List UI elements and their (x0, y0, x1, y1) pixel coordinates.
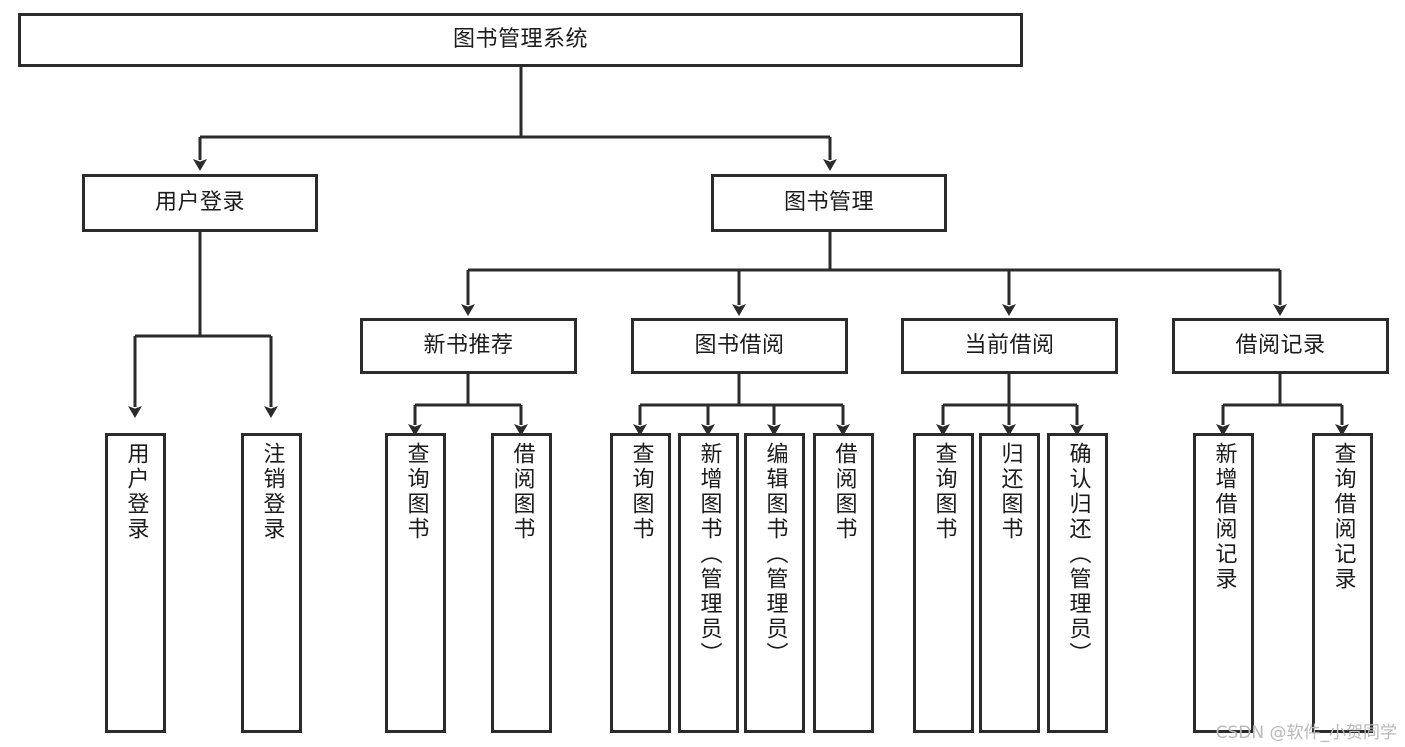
node-leaf-confirm-return-label: 确认归还（管理员） (1065, 442, 1091, 667)
node-leaf-borrow-book-1-label: 借阅图书 (509, 442, 535, 542)
node-leaf-query-record[interactable]: 查询借阅记录 (1312, 433, 1373, 733)
node-leaf-borrow-book-1[interactable]: 借阅图书 (491, 433, 552, 733)
node-leaf-query-record-label: 查询借阅记录 (1330, 442, 1356, 592)
node-new-book-recommend[interactable]: 新书推荐 (360, 318, 577, 374)
node-leaf-query-book-2-label: 查询图书 (628, 442, 654, 542)
node-user-login-label: 用户登录 (154, 190, 245, 216)
node-user-login[interactable]: 用户登录 (82, 174, 318, 232)
node-leaf-user-logout-label: 注销登录 (259, 442, 285, 542)
node-current-borrow[interactable]: 当前借阅 (901, 318, 1118, 374)
node-leaf-edit-book[interactable]: 编辑图书（管理员） (744, 433, 805, 733)
node-leaf-add-book-label: 新增图书（管理员） (696, 442, 722, 667)
node-book-borrow-label: 图书借阅 (694, 333, 785, 359)
node-leaf-return-book-label: 归还图书 (997, 442, 1023, 542)
node-leaf-user-login[interactable]: 用户登录 (105, 433, 166, 733)
node-book-manage[interactable]: 图书管理 (711, 174, 947, 232)
node-leaf-edit-book-label: 编辑图书（管理员） (762, 442, 788, 667)
node-leaf-return-book[interactable]: 归还图书 (979, 433, 1040, 733)
node-leaf-add-book[interactable]: 新增图书（管理员） (678, 433, 739, 733)
node-leaf-query-book-1[interactable]: 查询图书 (385, 433, 446, 733)
node-root[interactable]: 图书管理系统 (18, 13, 1023, 67)
node-leaf-query-book-3-label: 查询图书 (931, 442, 957, 542)
node-current-borrow-label: 当前借阅 (964, 333, 1055, 359)
node-borrow-record[interactable]: 借阅记录 (1172, 318, 1389, 374)
watermark-text: CSDN @软件_小贺同学 (1215, 723, 1397, 743)
node-leaf-confirm-return[interactable]: 确认归还（管理员） (1047, 433, 1108, 733)
node-leaf-query-book-2[interactable]: 查询图书 (610, 433, 671, 733)
node-leaf-query-book-1-label: 查询图书 (403, 442, 429, 542)
node-leaf-add-record[interactable]: 新增借阅记录 (1193, 433, 1254, 733)
node-leaf-borrow-book-2-label: 借阅图书 (831, 442, 857, 542)
node-leaf-borrow-book-2[interactable]: 借阅图书 (813, 433, 874, 733)
node-borrow-record-label: 借阅记录 (1235, 333, 1326, 359)
node-root-label: 图书管理系统 (452, 27, 588, 53)
node-leaf-query-book-3[interactable]: 查询图书 (913, 433, 974, 733)
node-leaf-add-record-label: 新增借阅记录 (1211, 442, 1237, 592)
node-new-book-recommend-label: 新书推荐 (423, 333, 514, 359)
node-leaf-user-logout[interactable]: 注销登录 (241, 433, 302, 733)
node-leaf-user-login-label: 用户登录 (123, 442, 149, 542)
node-book-manage-label: 图书管理 (783, 190, 874, 216)
node-book-borrow[interactable]: 图书借阅 (631, 318, 848, 374)
